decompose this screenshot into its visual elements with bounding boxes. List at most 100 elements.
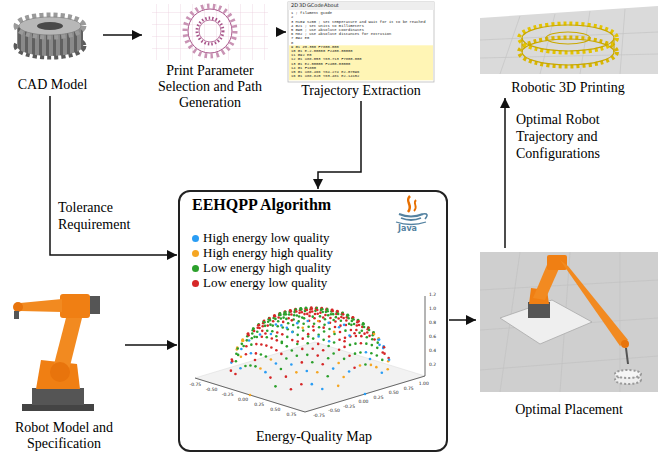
gcode-screenshot <box>288 2 434 82</box>
gcode-screenshot <box>288 2 434 82</box>
gcode-line: 2 <box>291 15 293 19</box>
gcode-line: 5 G90 ; use absolute coordinates <box>291 28 364 32</box>
scatter-point <box>289 309 292 312</box>
flow-arrow <box>277 31 286 33</box>
scatter-point <box>301 316 304 319</box>
scatter-point <box>312 329 315 332</box>
cad-gear-model <box>17 16 83 56</box>
scatter-point <box>269 319 272 322</box>
scatter-point <box>373 338 376 341</box>
scatter-point <box>275 362 278 365</box>
printed-part-render <box>480 6 658 74</box>
scatter-point <box>375 366 378 369</box>
scatter-point <box>349 335 352 338</box>
gcode-line: 10 G1 E-2.00000 F2400.00000 <box>291 49 353 53</box>
placement-scene <box>480 252 658 392</box>
axis-tick: -0.25 <box>343 405 355 410</box>
axis-tick: -0.25 <box>222 393 234 398</box>
scatter-point <box>338 348 341 351</box>
scatter-point <box>350 329 353 332</box>
scatter-point <box>262 320 265 323</box>
toolpath-sketch <box>152 4 268 60</box>
scatter-point <box>258 324 261 327</box>
robot-model <box>50 362 70 382</box>
scatter-point <box>353 332 356 335</box>
scatter-point <box>362 322 365 325</box>
scatter-point <box>240 355 243 358</box>
scatter-point <box>274 385 277 388</box>
scatter-point <box>236 348 239 351</box>
scatter-point <box>252 327 255 330</box>
scatter-point <box>291 339 294 342</box>
scatter-point <box>326 310 329 313</box>
gcode-screenshot <box>289 45 433 80</box>
node-caption: Energy-Quality Map <box>256 429 372 445</box>
tab-label: 3D <box>299 3 306 9</box>
step-figure: Optimal Placement <box>478 250 660 418</box>
scatter-point <box>367 326 370 329</box>
scatter-point <box>260 353 263 356</box>
scatter-point <box>344 329 347 332</box>
scatter-point <box>316 354 319 357</box>
scatter-point <box>332 319 335 322</box>
gcode-line: 15 G1 X88.466 Y84.274 E2.07096 <box>291 70 359 74</box>
flow-arrow <box>318 101 361 189</box>
axis-tick: 0.50 <box>389 391 399 396</box>
placement-scene <box>560 260 628 346</box>
scatter-point <box>250 352 253 355</box>
scatter-point <box>327 345 330 348</box>
scatter-point <box>293 314 296 317</box>
step-figure: Print Parameter Selection and Path Gener… <box>145 3 275 111</box>
cad-gear-model <box>17 16 83 36</box>
scatter-point <box>338 339 341 342</box>
robot-model <box>14 311 19 319</box>
gcode-line: 4 G21 ; set units to millimeters <box>291 24 364 28</box>
robot-model <box>36 360 80 389</box>
scatter-point <box>271 330 274 333</box>
scatter-point <box>240 348 243 351</box>
scatter-point <box>281 333 284 336</box>
scatter-point <box>302 329 305 332</box>
scatter-point <box>354 352 357 355</box>
scatter-point <box>317 320 320 323</box>
scatter-point <box>285 318 288 321</box>
scatter-point <box>230 369 233 372</box>
scatter-point <box>322 349 325 352</box>
scatter-point <box>301 327 304 330</box>
scatter-point <box>263 321 266 324</box>
robot-model <box>13 302 23 312</box>
scatter-point <box>324 314 327 317</box>
scatter-point <box>378 344 381 347</box>
scatter-point <box>337 362 340 365</box>
node-title: Optimal Placement <box>515 402 623 418</box>
scatter-point <box>388 358 391 361</box>
legend-text: High energy high quality <box>203 246 333 260</box>
scatter-point <box>308 315 311 318</box>
scatter-point <box>296 334 299 337</box>
scatter-point <box>276 339 279 342</box>
flow-arrow <box>125 344 177 346</box>
scatter-point <box>294 308 297 311</box>
scatter-point <box>359 364 362 367</box>
axis-tick: -0.75 <box>190 383 202 388</box>
scatter-point <box>361 323 364 326</box>
scatter-point <box>285 357 288 360</box>
flow-arrow <box>50 96 177 255</box>
scatter-point <box>353 323 356 326</box>
scatter-point <box>296 340 299 343</box>
plot-legend: High energy low qualityHigh energy high … <box>192 231 333 291</box>
scatter-point <box>291 331 294 334</box>
gcode-line: 9 G1 Z0.350 F7800.000 <box>291 45 339 49</box>
scatter-point <box>287 317 290 320</box>
scatter-point <box>282 321 285 324</box>
scatter-point <box>323 330 326 333</box>
scatter-point <box>319 311 322 314</box>
scatter-point <box>269 376 272 379</box>
scatter-point <box>319 315 322 318</box>
scatter-point <box>343 340 346 343</box>
scatter-point <box>296 343 299 346</box>
scatter-point <box>371 344 374 347</box>
scatter-point <box>331 310 334 313</box>
node-title: Robotic 3D Printing <box>511 80 625 96</box>
scatter-point <box>317 335 320 338</box>
